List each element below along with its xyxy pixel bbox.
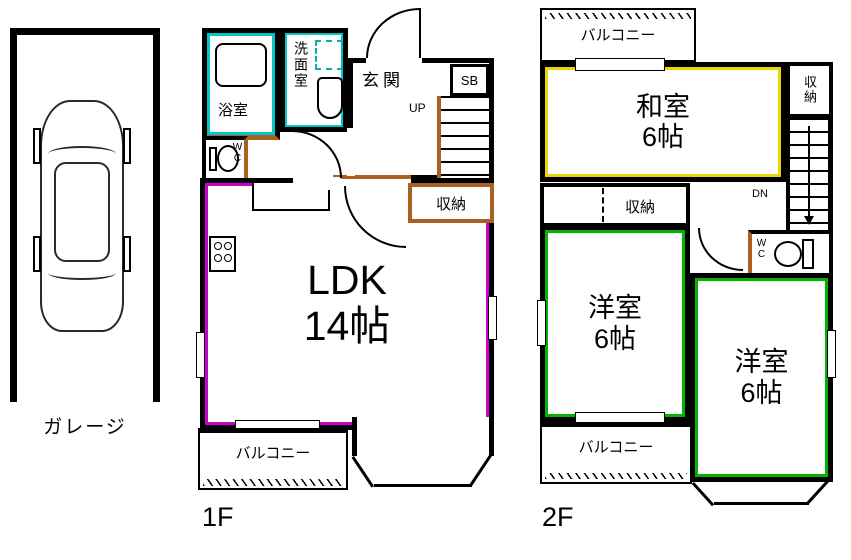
washing-machine-icon <box>315 40 343 70</box>
room-wc-1f: WC <box>202 136 248 182</box>
hall-door-arc-icon <box>292 130 342 178</box>
entrance-label: 玄関 <box>362 71 404 90</box>
bay-window-2f <box>806 480 829 505</box>
window <box>537 300 546 346</box>
washitsu-name: 和室 <box>636 91 690 122</box>
yoshitsu-left-size: 6帖 <box>593 323 637 354</box>
wc-label-1f: WC <box>232 142 243 164</box>
toilet-icon <box>217 145 239 172</box>
bathtub-icon <box>215 43 267 87</box>
entry-door-arc-icon <box>366 8 420 58</box>
toilet-icon <box>209 147 217 171</box>
car-roof <box>54 162 110 262</box>
car-wheel <box>33 236 41 272</box>
ldk-extension <box>357 417 489 430</box>
yoshitsu-right-size: 6帖 <box>740 377 783 408</box>
balcony-2f-top-label: バルコニー <box>580 27 656 44</box>
room-washroom: 洗面室 <box>280 28 348 132</box>
balcony-1f-label: バルコニー <box>235 445 311 462</box>
car-wheel <box>123 236 131 272</box>
floor2-label: 2F <box>542 502 574 532</box>
stairs-up <box>437 96 489 180</box>
car-body <box>40 100 124 332</box>
shoebox-label: SB <box>460 72 479 88</box>
room-washitsu: 和室 6帖 <box>540 62 786 182</box>
stairs-arrow <box>808 126 810 218</box>
bay-window-2f <box>714 502 809 505</box>
room-yoshitsu-left: 洋室 6帖 <box>540 225 690 422</box>
storage-2f-mid <box>540 183 690 227</box>
balcony-hatch <box>203 479 343 486</box>
yoshitsu-left-name: 洋室 <box>588 293 642 324</box>
up-label: UP <box>409 101 426 115</box>
hall2-door-arc-icon <box>698 228 743 271</box>
garage-label: ガレージ <box>43 417 127 438</box>
entry-door-leaf <box>419 8 421 58</box>
window <box>488 296 497 340</box>
toilet-icon <box>802 239 814 269</box>
wc-label-2f: WC <box>756 238 767 260</box>
car-rear-window <box>48 266 116 280</box>
bay-window-2f <box>692 482 715 506</box>
yoshitsu-right-label: 洋室 6帖 <box>695 278 828 477</box>
ldk-extension-wall <box>489 417 494 456</box>
shoebox: SB <box>450 64 489 96</box>
room-wc-2f: WC <box>748 230 833 278</box>
ldk-extension-wall <box>352 417 357 456</box>
car-wheel <box>123 128 131 164</box>
toilet-icon <box>774 241 802 267</box>
sink-icon <box>317 77 343 119</box>
bay-window-1f <box>469 454 492 486</box>
car-windshield <box>48 146 116 162</box>
balcony-hatch <box>545 473 687 479</box>
storage-2f-right: 収納 <box>786 62 833 118</box>
storage-2f-right-label: 収納 <box>802 75 817 105</box>
washroom-label: 洗面室 <box>293 41 309 89</box>
garage-outline <box>10 28 160 402</box>
entry-opening <box>366 57 422 65</box>
balcony-hatch <box>545 13 691 19</box>
storage-2f-mid-label: 収納 <box>624 199 655 216</box>
bay-window-1f <box>351 456 374 488</box>
stairs-arrowhead <box>804 216 814 225</box>
ldk-size: 14帖 <box>303 303 391 349</box>
room-yoshitsu-right: 洋室 6帖 <box>690 273 833 482</box>
window <box>196 332 205 378</box>
washitsu-size: 6帖 <box>641 122 685 152</box>
storage-1f-label: 収納 <box>435 195 466 213</box>
hall-passage-opening <box>347 128 355 176</box>
stove-icon <box>209 236 236 272</box>
storage-1f: 収納 <box>408 183 494 223</box>
washitsu-label: 和室 6帖 <box>545 67 781 177</box>
ldk-label: LDK 14帖 <box>205 183 489 425</box>
ldk-name: LDK <box>307 257 387 304</box>
door-lintel <box>333 175 411 179</box>
yoshitsu-left-label: 洋室 6帖 <box>545 230 685 417</box>
car-wheel <box>33 128 41 164</box>
floor1-label: 1F <box>202 502 234 532</box>
room-bath: 浴室 <box>202 28 280 140</box>
dn-label: DN <box>752 188 768 200</box>
bath-label: 浴室 <box>218 102 249 119</box>
storage-divider <box>602 188 604 222</box>
yoshitsu-right-name: 洋室 <box>734 347 789 378</box>
sliding-door <box>575 58 665 71</box>
ldk-door-opening <box>333 179 411 190</box>
hall-door-opening <box>293 177 341 190</box>
balcony-2f-bottom-label: バルコニー <box>578 439 654 456</box>
bay-window-1f <box>374 484 472 487</box>
window <box>827 330 836 378</box>
